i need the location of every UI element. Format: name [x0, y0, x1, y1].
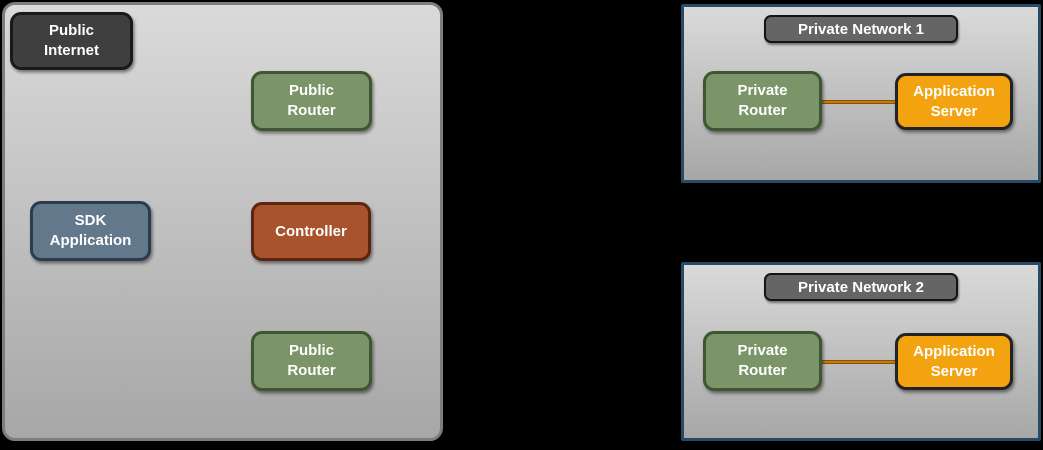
node-application-server-2: Application Server: [895, 333, 1013, 390]
private-network-2-title-label: Private Network 2: [798, 278, 924, 296]
node-private-router-1-label: Private Router: [737, 82, 788, 119]
node-public-router-top-label: Public Router: [287, 82, 336, 119]
node-application-server-1-label: Application Server: [913, 82, 995, 120]
node-application-server-1: Application Server: [895, 73, 1013, 130]
public-internet-zone: Public Internet Public Router SDK Applic…: [2, 2, 443, 441]
node-private-router-1: Private Router: [703, 71, 822, 131]
node-public-internet-label: Public Internet: [43, 22, 99, 59]
node-public-router-top: Public Router: [251, 71, 372, 131]
private-network-1-title-label: Private Network 1: [798, 20, 924, 38]
node-private-router-2: Private Router: [703, 331, 822, 391]
router-server-link-1: [821, 100, 896, 104]
node-public-internet: Public Internet: [10, 12, 133, 70]
node-application-server-2-label: Application Server: [913, 342, 995, 380]
node-controller: Controller: [251, 202, 371, 261]
private-network-1-title: Private Network 1: [764, 15, 958, 43]
node-controller-label: Controller: [275, 222, 347, 240]
private-network-2-title: Private Network 2: [764, 273, 958, 301]
node-public-router-bottom-label: Public Router: [287, 342, 336, 379]
node-private-router-2-label: Private Router: [737, 342, 788, 379]
router-server-link-2: [821, 360, 896, 364]
private-network-1-zone: Private Network 1 Private Router Applica…: [681, 4, 1041, 183]
node-sdk-application-label: SDK Application: [49, 212, 132, 249]
node-sdk-application: SDK Application: [30, 201, 151, 261]
node-public-router-bottom: Public Router: [251, 331, 372, 391]
private-network-2-zone: Private Network 2 Private Router Applica…: [681, 262, 1041, 441]
